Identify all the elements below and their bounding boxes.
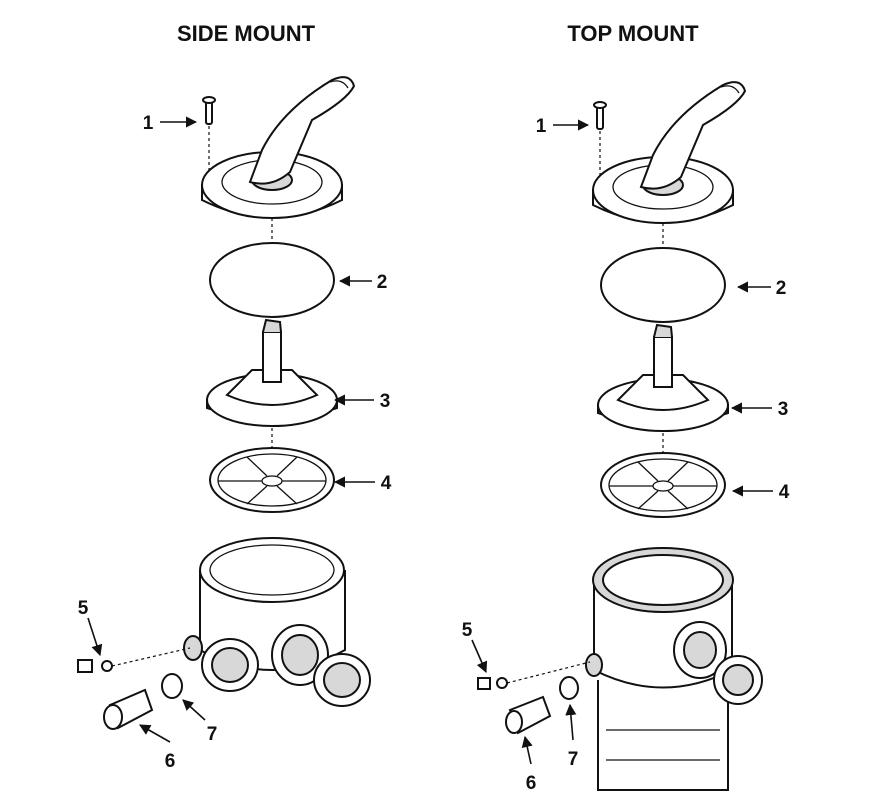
callout-1: 1 — [536, 116, 547, 137]
side-mount-assembly: 1 2 3 4 5 6 7 — [77, 76, 392, 772]
callout-4: 4 — [381, 473, 392, 494]
callout-5: 5 — [78, 598, 89, 619]
callout-6: 6 — [526, 773, 537, 794]
callout-2: 2 — [776, 278, 787, 299]
callout-1: 1 — [143, 113, 154, 134]
top-drain-parts — [477, 661, 591, 735]
side-drain-parts — [77, 647, 191, 730]
callout-5: 5 — [462, 620, 473, 641]
callout-2: 2 — [377, 272, 388, 293]
callout-7: 7 — [207, 724, 218, 745]
callout-4: 4 — [779, 482, 790, 503]
callout-6: 6 — [165, 751, 176, 772]
top-mount-title: TOP MOUNT — [567, 21, 699, 46]
side-mount-title: SIDE MOUNT — [177, 21, 316, 46]
top-valve-body — [585, 547, 763, 791]
callout-3: 3 — [380, 391, 391, 412]
side-valve-body — [183, 537, 371, 707]
top-mount-assembly: 1 2 3 4 5 6 7 — [462, 81, 790, 794]
callout-3: 3 — [778, 399, 789, 420]
callout-7: 7 — [568, 749, 579, 770]
